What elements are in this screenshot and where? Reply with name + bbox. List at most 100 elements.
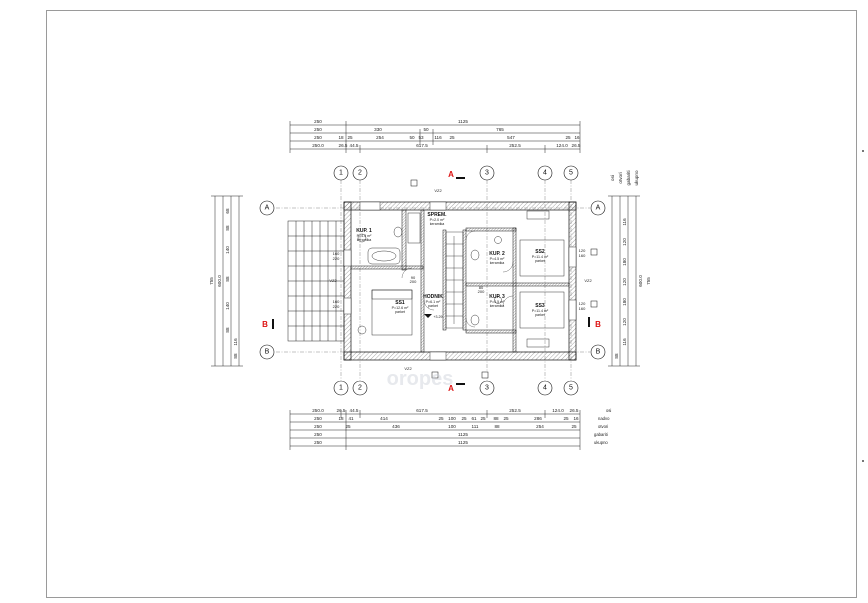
bottom-dim-row2: 250 18 41 414 25 100 25 61 25 88 25 286 …: [314, 416, 610, 421]
room-name: SS2: [535, 249, 545, 255]
row-label: nadvo: [598, 416, 610, 421]
dim-text: 16: [574, 135, 580, 140]
opening-dims: 160 220 160 220 120 160 120 160 90 200 8…: [333, 248, 586, 311]
section-arrow-icon: [456, 383, 465, 385]
axis-bubble: 2: [352, 380, 368, 396]
top-dim-row1: 250 1125: [314, 119, 468, 124]
axis-bubble: B: [259, 344, 275, 360]
level-marker-icon: [424, 314, 432, 318]
dim-text: 111: [472, 424, 479, 429]
opening-dim: 160: [333, 251, 340, 256]
section-label: B: [262, 320, 268, 329]
dim-text: 250: [314, 440, 322, 445]
dim-text: 286: [534, 416, 542, 421]
row-label: otvori: [598, 424, 608, 429]
dim-text: 88: [614, 353, 619, 359]
bed-icon: [519, 291, 565, 329]
room-area: P=2.0 m²: [430, 218, 445, 222]
dim-text: 755: [209, 277, 214, 285]
dim-text: 26.5: [570, 408, 579, 413]
room-spremiste: SPREM. P=2.0 m² keramika: [427, 212, 447, 226]
room-floor: parket: [395, 310, 405, 314]
axis-bubble: 3: [479, 165, 495, 181]
dim-text: 250: [314, 135, 322, 140]
toilet-icon: [470, 314, 480, 326]
dim-text: 250.0: [312, 143, 324, 148]
door-swing-icon: [465, 317, 476, 328]
dim-text: 254: [536, 424, 544, 429]
window-icon: [568, 246, 577, 268]
pillow-icon: [371, 289, 413, 300]
dim-text: 41: [348, 416, 354, 421]
section-markers: A A B B: [262, 170, 601, 393]
room-area: P=11.4 m²: [532, 255, 549, 259]
door-swings: [401, 230, 514, 328]
axis-bubbles-top: 1 2 3 4 5: [333, 165, 579, 181]
svg-text:4: 4: [543, 385, 547, 392]
top-dim-row2: 250 330 50 765: [314, 127, 504, 132]
dim-text: 120: [622, 278, 627, 286]
opening-dim: 120: [579, 248, 586, 253]
dim-text: 250: [314, 424, 322, 429]
axis-bubble: A: [259, 200, 275, 216]
dim-text: 414: [380, 416, 388, 421]
dim-text: 53: [418, 135, 424, 140]
svg-text:A: A: [265, 205, 270, 212]
edge-mark: [862, 150, 864, 152]
axis-bubble: 5: [563, 165, 579, 181]
room-name: SS3: [535, 303, 545, 309]
window-icon: [359, 201, 381, 211]
svg-text:B: B: [265, 349, 270, 356]
svg-text:1: 1: [339, 385, 343, 392]
opening-dim: 200: [478, 289, 485, 294]
tag-box: [431, 371, 439, 379]
room-ss3: SS3 P=11.4 m² parket: [532, 303, 549, 317]
dim-text: 25: [461, 416, 467, 421]
wall-label: VZ2: [329, 278, 337, 283]
dim-text: 88: [493, 416, 499, 421]
svg-text:B: B: [596, 349, 601, 356]
section-label: A: [448, 170, 454, 179]
bed-icon: [371, 289, 413, 336]
dim-text: 250: [314, 416, 322, 421]
top-dimension-lines: [289, 121, 581, 153]
door-swing-icon: [502, 295, 514, 307]
dim-text: 330: [374, 127, 382, 132]
dim-text: 68: [225, 208, 230, 214]
dim-text: 100: [448, 416, 456, 421]
axis-bubble: 4: [537, 165, 553, 181]
svg-text:4: 4: [543, 170, 547, 177]
dim-text: 25: [503, 416, 509, 421]
dim-text: 88: [494, 424, 500, 429]
room-kup3: KUP. 3 P=4.5 m² keramika: [489, 294, 505, 308]
dim-text: 116: [233, 338, 238, 346]
dim-text: 436: [392, 424, 400, 429]
wall-labels: VZ2 VZ2 VZ2 VZ2: [329, 188, 592, 371]
wall-label: VZ2: [584, 278, 592, 283]
dim-text: 1125: [458, 119, 468, 124]
axis-bubbles-side: A B A B: [259, 200, 606, 360]
axis-bubble: 1: [333, 165, 349, 181]
dim-text: 250: [314, 119, 322, 124]
window-icon: [343, 297, 352, 315]
svg-text:2: 2: [358, 170, 362, 177]
watermark-text: oropes: [387, 368, 454, 390]
opening-dim: 160: [579, 306, 586, 311]
tag-box: [481, 371, 489, 379]
section-label: B: [595, 320, 601, 329]
room-floor: keramika: [490, 304, 505, 308]
desk-icon: [526, 210, 550, 220]
bottom-dim-row5: 250 1125 ukupno: [314, 440, 608, 445]
dim-text: 16: [573, 416, 579, 421]
opening-dim: 120: [579, 301, 586, 306]
dim-text: 50: [409, 135, 415, 140]
door-swing-icon: [502, 261, 514, 273]
row-label: osi: [610, 175, 615, 181]
section-arrow-icon: [588, 317, 590, 327]
window-icon: [568, 299, 577, 321]
svg-text:3: 3: [485, 385, 489, 392]
dim-text: 50: [423, 127, 429, 132]
dim-text: 61: [471, 416, 477, 421]
wall-label: VZ2: [404, 366, 412, 371]
svg-text:1: 1: [339, 170, 343, 177]
